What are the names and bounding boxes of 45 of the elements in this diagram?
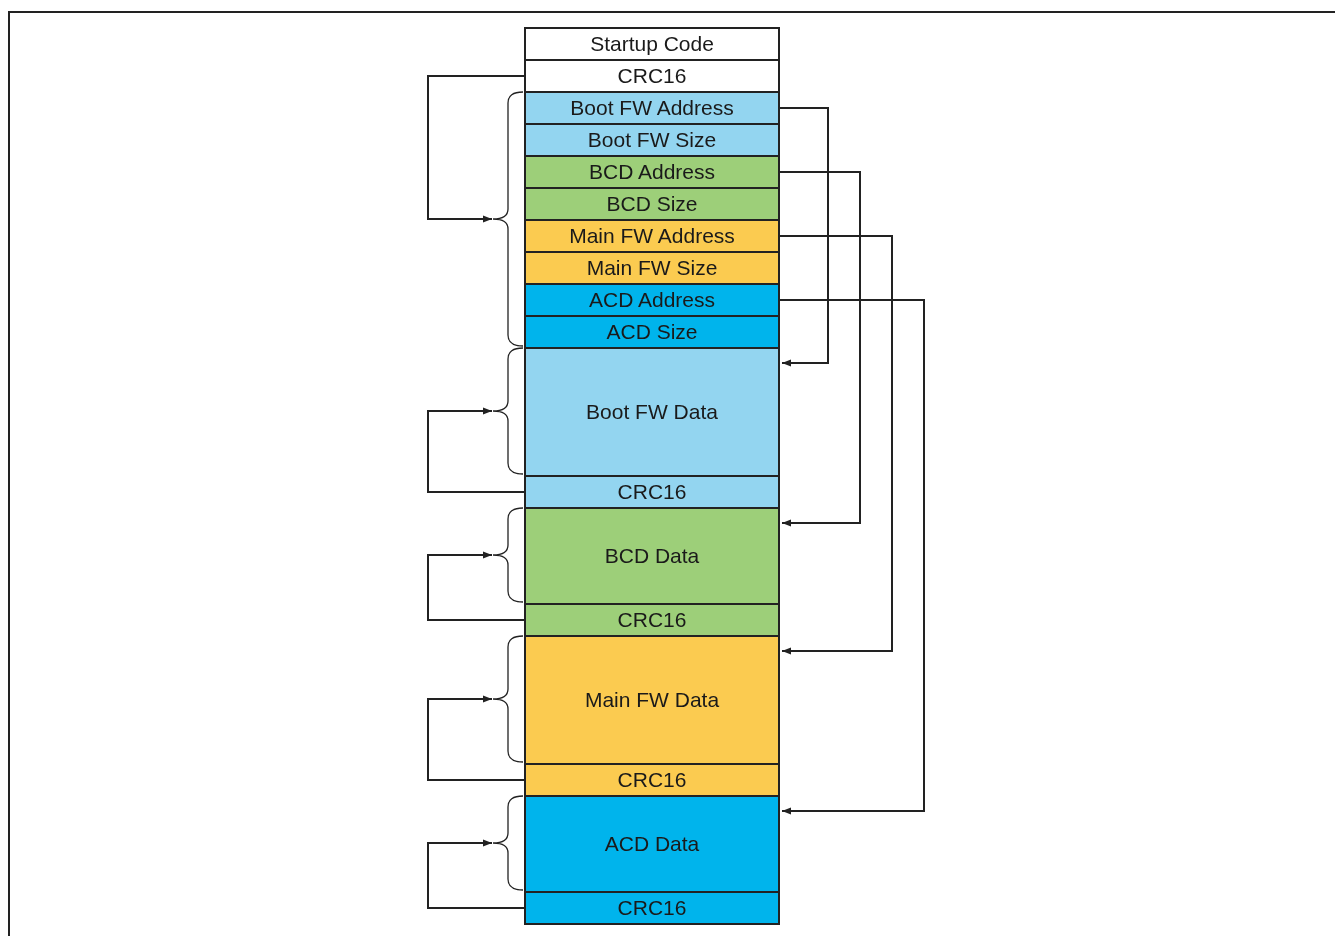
memory-field <box>524 603 780 637</box>
arrow <box>779 171 861 527</box>
field-label: Main FW Address <box>569 224 735 248</box>
memory-field <box>524 123 780 157</box>
field-label: Main FW Size <box>586 256 718 280</box>
field-label: BCD Address <box>588 160 716 184</box>
field-label: BCD Size <box>606 192 698 216</box>
arrow <box>427 839 525 909</box>
memory-block <box>524 635 780 765</box>
memory-field <box>524 91 780 125</box>
memory-field <box>524 475 780 509</box>
field-label: Boot FW Data <box>586 400 718 424</box>
field-label: CRC16 <box>617 768 687 792</box>
field-label: Boot FW Size <box>587 128 717 152</box>
field-label: Boot FW Address <box>570 96 734 120</box>
field-label: ACD Data <box>604 832 700 856</box>
arrow <box>779 235 893 655</box>
memory-field <box>524 315 780 349</box>
arrow <box>427 551 525 621</box>
memory-field <box>524 219 780 253</box>
memory-block <box>524 347 780 477</box>
arrow <box>427 695 525 781</box>
field-label: ACD Address <box>588 288 716 312</box>
memory-field <box>524 187 780 221</box>
arrow <box>779 299 925 815</box>
memory-field <box>524 251 780 285</box>
field-label: CRC16 <box>617 64 687 88</box>
memory-field <box>524 27 780 61</box>
memory-block <box>524 507 780 605</box>
memory-field <box>524 891 780 925</box>
memory-field <box>524 763 780 797</box>
field-label: CRC16 <box>617 480 687 504</box>
memory-block <box>524 795 780 893</box>
arrow <box>779 107 829 367</box>
field-label: ACD Size <box>606 320 698 344</box>
field-label: Main FW Data <box>584 688 720 712</box>
memory-field <box>524 155 780 189</box>
memory-field <box>524 283 780 317</box>
field-label: CRC16 <box>617 896 687 920</box>
arrow <box>427 75 525 223</box>
field-label: BCD Data <box>604 544 700 568</box>
field-label: CRC16 <box>617 608 687 632</box>
arrow <box>427 407 525 493</box>
field-label: Startup Code <box>590 32 714 56</box>
memory-field <box>524 59 780 93</box>
